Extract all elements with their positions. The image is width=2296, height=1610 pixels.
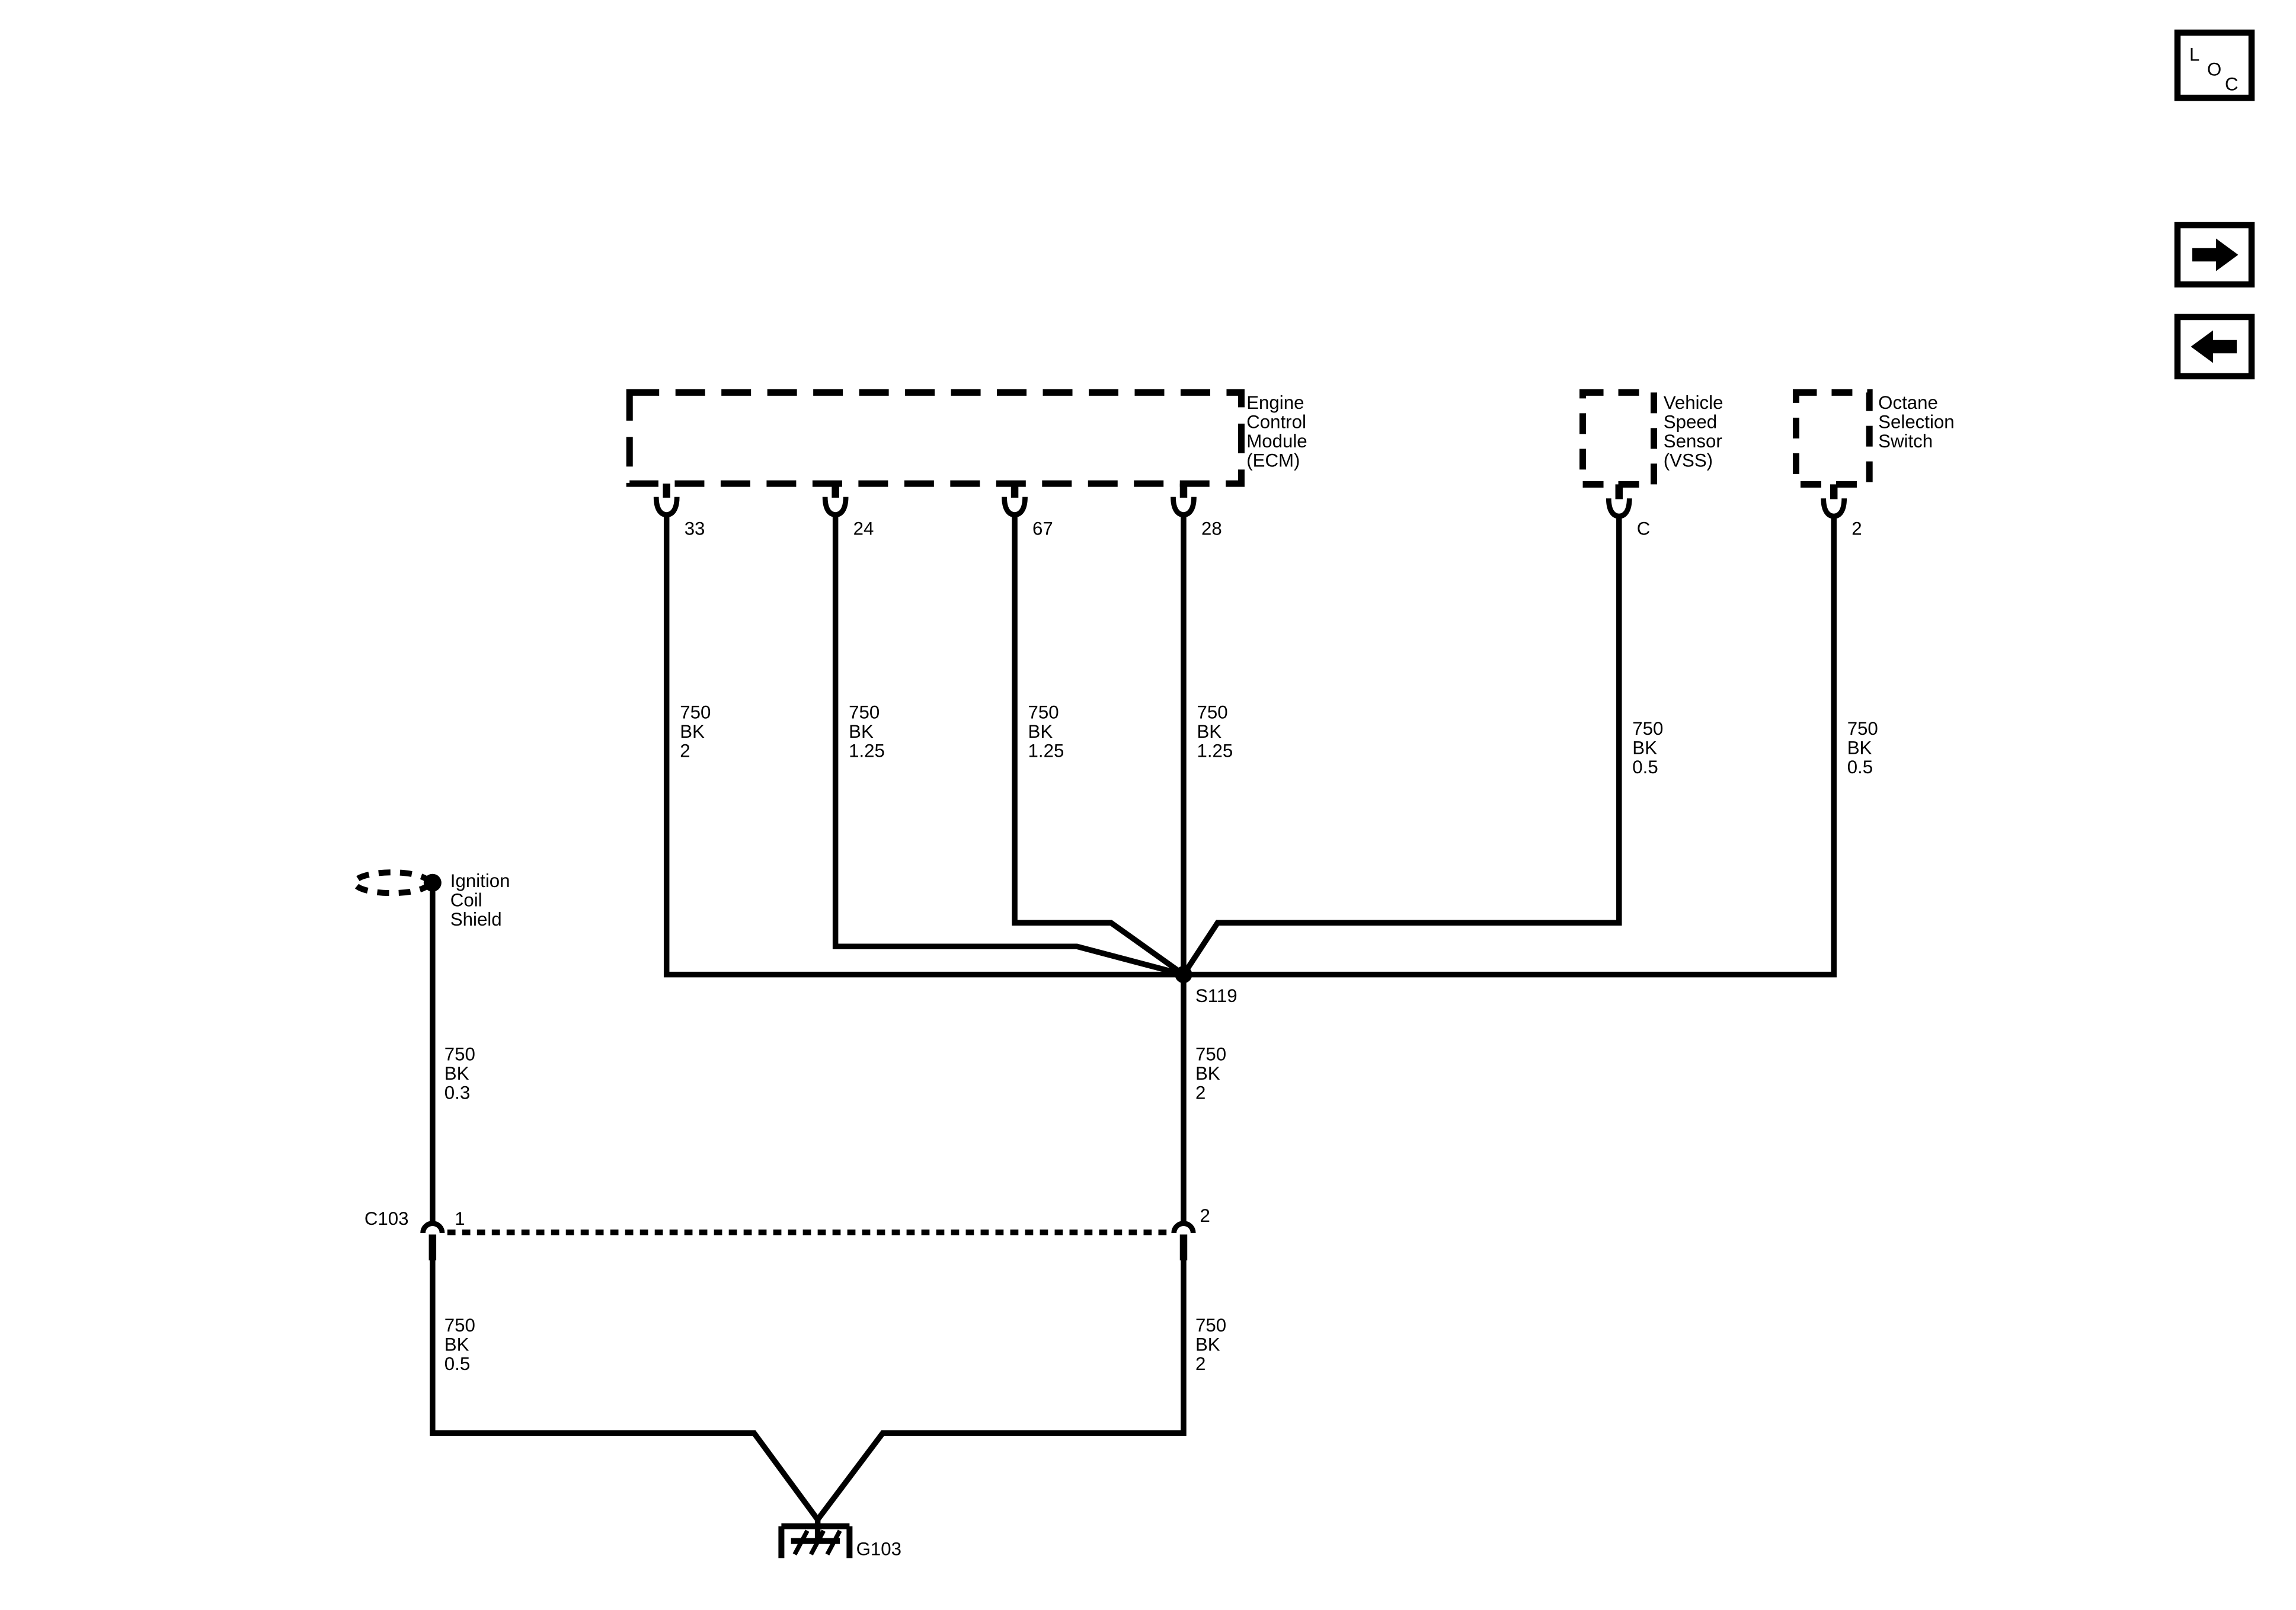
connector-id: C103 — [364, 1208, 409, 1229]
loc-button[interactable]: L O C — [2174, 29, 2255, 101]
c103-pin-2-socket-icon — [1171, 1221, 1196, 1234]
wire-label: BK — [1632, 737, 1657, 758]
ecm-pin-33-number: 33 — [685, 518, 705, 539]
previous-page-button-box[interactable] — [2174, 313, 2255, 380]
wire-label: BK — [1028, 721, 1053, 742]
ecm-box — [626, 389, 1245, 487]
ecm-label-line: Control — [1246, 411, 1306, 432]
ground-hatch-icon — [792, 1529, 810, 1555]
ecm-label-line: Engine — [1246, 392, 1304, 413]
next-page-button-box[interactable] — [2174, 222, 2255, 288]
wire-label: 1.25 — [1197, 740, 1233, 761]
vss-pin-letter: C — [1637, 518, 1651, 539]
octane-switch-box — [1792, 389, 1873, 488]
wire-label: 0.5 — [1632, 757, 1658, 777]
wire-label: 750 — [445, 1315, 475, 1336]
wire-label: 2 — [680, 740, 690, 761]
ecm-pin-28-number: 28 — [1201, 518, 1222, 539]
wire-vss-to-s119 — [1181, 516, 1622, 977]
wire-label: BK — [680, 721, 705, 742]
octane-pin-number: 2 — [1851, 518, 1862, 539]
wire-label: BK — [1197, 721, 1221, 742]
loc-button-box[interactable] — [2174, 29, 2255, 101]
vss-box — [1579, 389, 1658, 488]
wire-label: BK — [1195, 1063, 1220, 1084]
next-page-button[interactable] — [2174, 222, 2255, 288]
wire-label: BK — [849, 721, 874, 742]
wire-label: 750 — [1195, 1315, 1226, 1336]
wire-label: 0.3 — [445, 1083, 470, 1103]
ecm-pin-24-number: 24 — [853, 518, 874, 539]
loc-letter-o: O — [2207, 59, 2221, 80]
wire-label: 750 — [680, 702, 711, 722]
ecm-label-line: Module — [1246, 431, 1307, 452]
wire-label: 750 — [1197, 702, 1227, 722]
wire-label: BK — [1195, 1334, 1220, 1355]
wire-label: BK — [445, 1063, 469, 1084]
ecm-label-line: (ECM) — [1246, 450, 1300, 470]
nav-buttons: L O C — [2174, 29, 2255, 380]
octane-label-line: Octane — [1878, 392, 1938, 413]
octane-pin-terminal-icon — [1821, 498, 1847, 519]
wire-label: 2 — [1195, 1083, 1205, 1103]
octane-label-line: Switch — [1878, 431, 1933, 452]
wire-label: 1.25 — [849, 740, 885, 761]
wire-label: 750 — [445, 1044, 475, 1065]
octane-switch-component: Octane Selection Switch 2 750 BK 0.5 — [1183, 389, 1955, 978]
ecm-component: Engine Control Module (ECM) 33 750 BK 2 … — [626, 389, 1307, 1223]
wire-label: 750 — [1847, 718, 1878, 739]
ecm-pin-24-terminal-icon — [822, 497, 849, 518]
wire-label: BK — [445, 1334, 469, 1355]
c103-pin-1-socket-icon — [420, 1221, 445, 1234]
wire-label: BK — [1847, 737, 1872, 758]
octane-label-line: Selection — [1878, 411, 1955, 432]
vss-component: Vehicle Speed Sensor (VSS) C 750 BK 0.5 — [1181, 389, 1723, 977]
wire-octane-to-s119 — [1183, 516, 1837, 978]
wire-c103-2-to-g103 — [815, 1260, 1187, 1522]
ecm-pin-67-terminal-icon — [1002, 497, 1028, 518]
shield-label-line: Shield — [450, 909, 502, 930]
shield-connection-dot — [423, 873, 442, 892]
vss-label-line: (VSS) — [1664, 450, 1713, 470]
arrow-left-icon — [2191, 330, 2237, 363]
ground-id: G103 — [856, 1538, 901, 1559]
ground-hatch-icon — [809, 1529, 826, 1555]
c103-pin-1-number: 1 — [455, 1208, 465, 1229]
splice-id: S119 — [1195, 985, 1237, 1006]
ecm-pin-33-terminal-icon — [653, 497, 680, 518]
ecm-pin-28-terminal-icon — [1171, 497, 1197, 518]
shield-label-line: Ignition — [450, 870, 510, 891]
wire-label: 1.25 — [1028, 740, 1064, 761]
vss-pin-terminal-icon — [1606, 498, 1632, 519]
wire-label: 0.5 — [445, 1353, 470, 1374]
vss-label-line: Vehicle — [1664, 392, 1723, 413]
wire-label: 2 — [1195, 1353, 1205, 1374]
wire-ecm-24-to-s119 — [832, 514, 1185, 978]
wire-ecm-33-to-s119 — [663, 514, 1184, 978]
ecm-pin-67-number: 67 — [1032, 518, 1053, 539]
wire-label: 750 — [849, 702, 880, 722]
vss-label-line: Sensor — [1664, 431, 1722, 452]
shield-ellipse-icon — [351, 869, 432, 897]
ground-hatch-icon — [825, 1529, 842, 1555]
ground-g103: G103 — [778, 1516, 901, 1559]
shield-label-line: Coil — [450, 890, 482, 911]
ignition-coil-shield: Ignition Coil Shield 750 BK 0.3 — [351, 869, 510, 1223]
splice-s119: S119 750 BK 2 — [1175, 966, 1237, 1103]
wire-label: 750 — [1028, 702, 1059, 722]
wire-c103-1-to-g103 — [430, 1260, 820, 1522]
loc-letter-l: L — [2189, 44, 2199, 65]
previous-page-button[interactable] — [2174, 313, 2255, 380]
connector-c103: C103 1 2 750 BK 0.5 750 BK 2 — [364, 1205, 1226, 1522]
loc-letter-c: C — [2225, 74, 2239, 95]
wire-label: 750 — [1195, 1044, 1226, 1065]
wire-label: 0.5 — [1847, 757, 1873, 777]
wire-label: 750 — [1632, 718, 1663, 739]
wire-ecm-67-to-s119 — [1012, 514, 1185, 977]
c103-pin-2-number: 2 — [1200, 1205, 1210, 1226]
splice-dot — [1175, 966, 1192, 984]
vss-label-line: Speed — [1664, 411, 1717, 432]
arrow-right-icon — [2192, 238, 2239, 271]
